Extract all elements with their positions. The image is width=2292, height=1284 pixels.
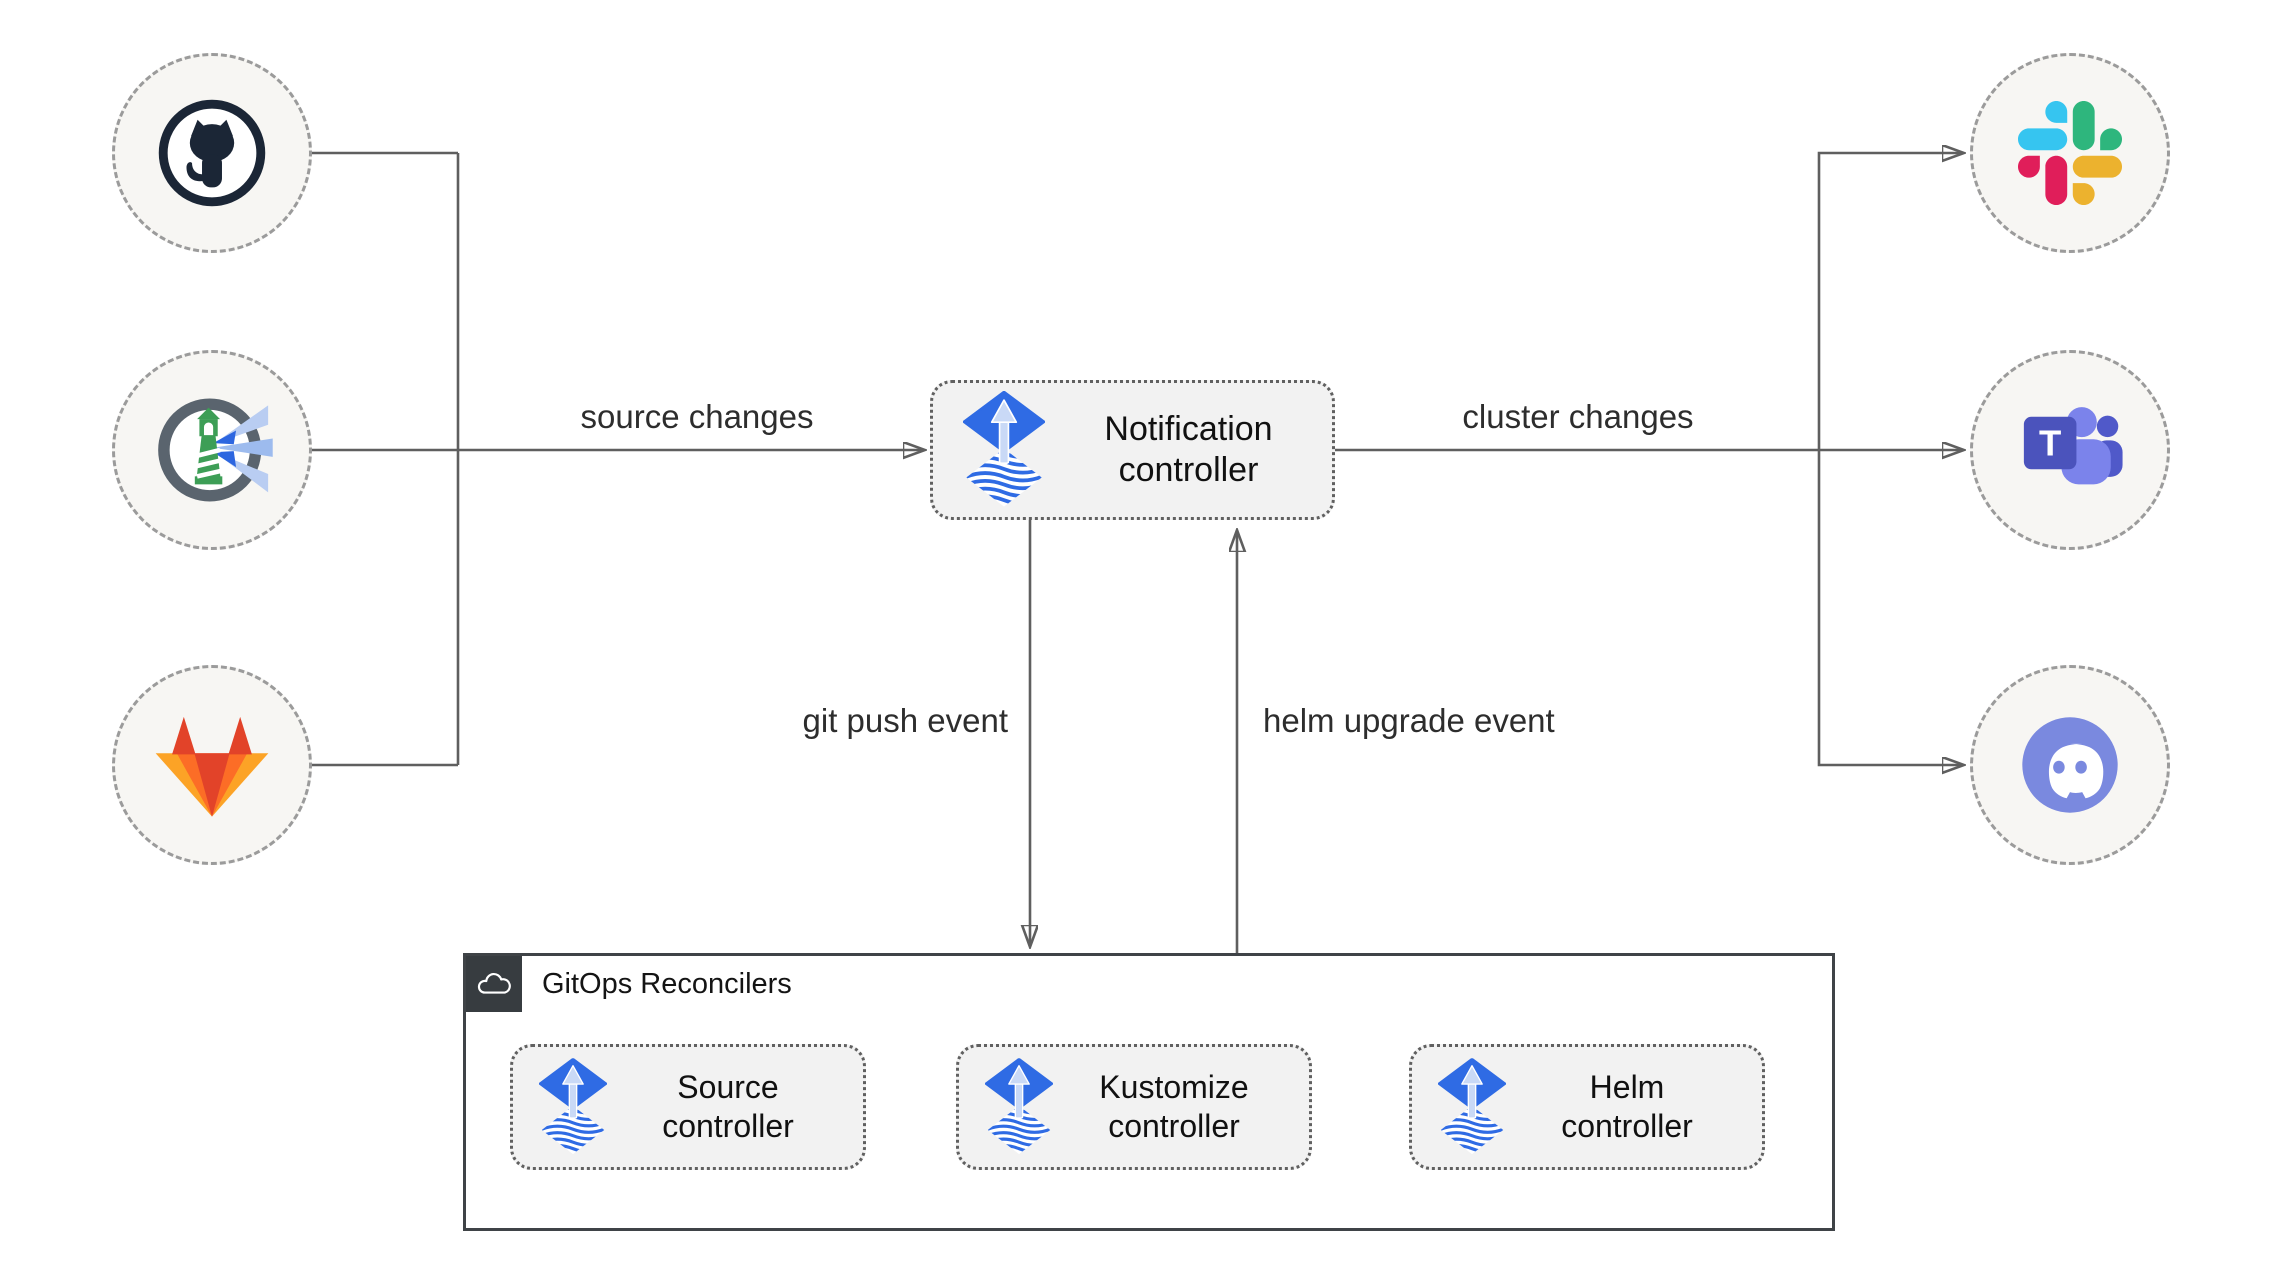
harbor-icon <box>158 398 273 502</box>
flux-icon <box>963 391 1045 510</box>
helm-upgrade-event-label: helm upgrade event <box>1263 702 1555 739</box>
source-controller-label: Source controller <box>662 1068 794 1144</box>
edge-to-discord <box>1817 450 1963 765</box>
source-changes-label: source changes <box>580 398 814 435</box>
flux-icon <box>985 1058 1053 1157</box>
flux-icon <box>1438 1058 1506 1157</box>
edge-to-slack <box>1817 153 1963 450</box>
source-node-harbor[interactable] <box>112 350 312 550</box>
source-controller-box[interactable]: Source controller <box>510 1044 866 1170</box>
gitlab-icon <box>155 716 269 817</box>
github-icon <box>158 99 266 207</box>
teams-letter: T <box>2039 422 2061 463</box>
flux-icon <box>539 1058 607 1157</box>
helm-controller-box[interactable]: Helm controller <box>1409 1044 1765 1170</box>
git-push-event-label: git push event <box>802 702 1008 739</box>
teams-icon: T <box>2023 407 2123 485</box>
target-node-teams[interactable]: T <box>1970 350 2170 550</box>
cluster-changes-label: cluster changes <box>1462 398 1694 435</box>
cloud-icon <box>477 972 511 994</box>
discord-icon <box>2022 717 2118 813</box>
notification-controller-box[interactable]: Notification controller <box>930 380 1335 520</box>
source-node-github[interactable] <box>112 53 312 253</box>
notification-controller-label: Notification controller <box>1104 409 1273 489</box>
kustomize-controller-box[interactable]: Kustomize controller <box>956 1044 1312 1170</box>
kustomize-controller-label: Kustomize controller <box>1099 1068 1249 1144</box>
source-node-gitlab[interactable] <box>112 665 312 865</box>
gitops-reconcilers-title: GitOps Reconcilers <box>542 967 792 1000</box>
target-node-discord[interactable] <box>1970 665 2170 865</box>
slack-icon <box>2018 101 2122 205</box>
target-node-slack[interactable] <box>1970 53 2170 253</box>
helm-controller-label: Helm controller <box>1561 1068 1693 1144</box>
gitops-corner-badge <box>466 956 522 1012</box>
